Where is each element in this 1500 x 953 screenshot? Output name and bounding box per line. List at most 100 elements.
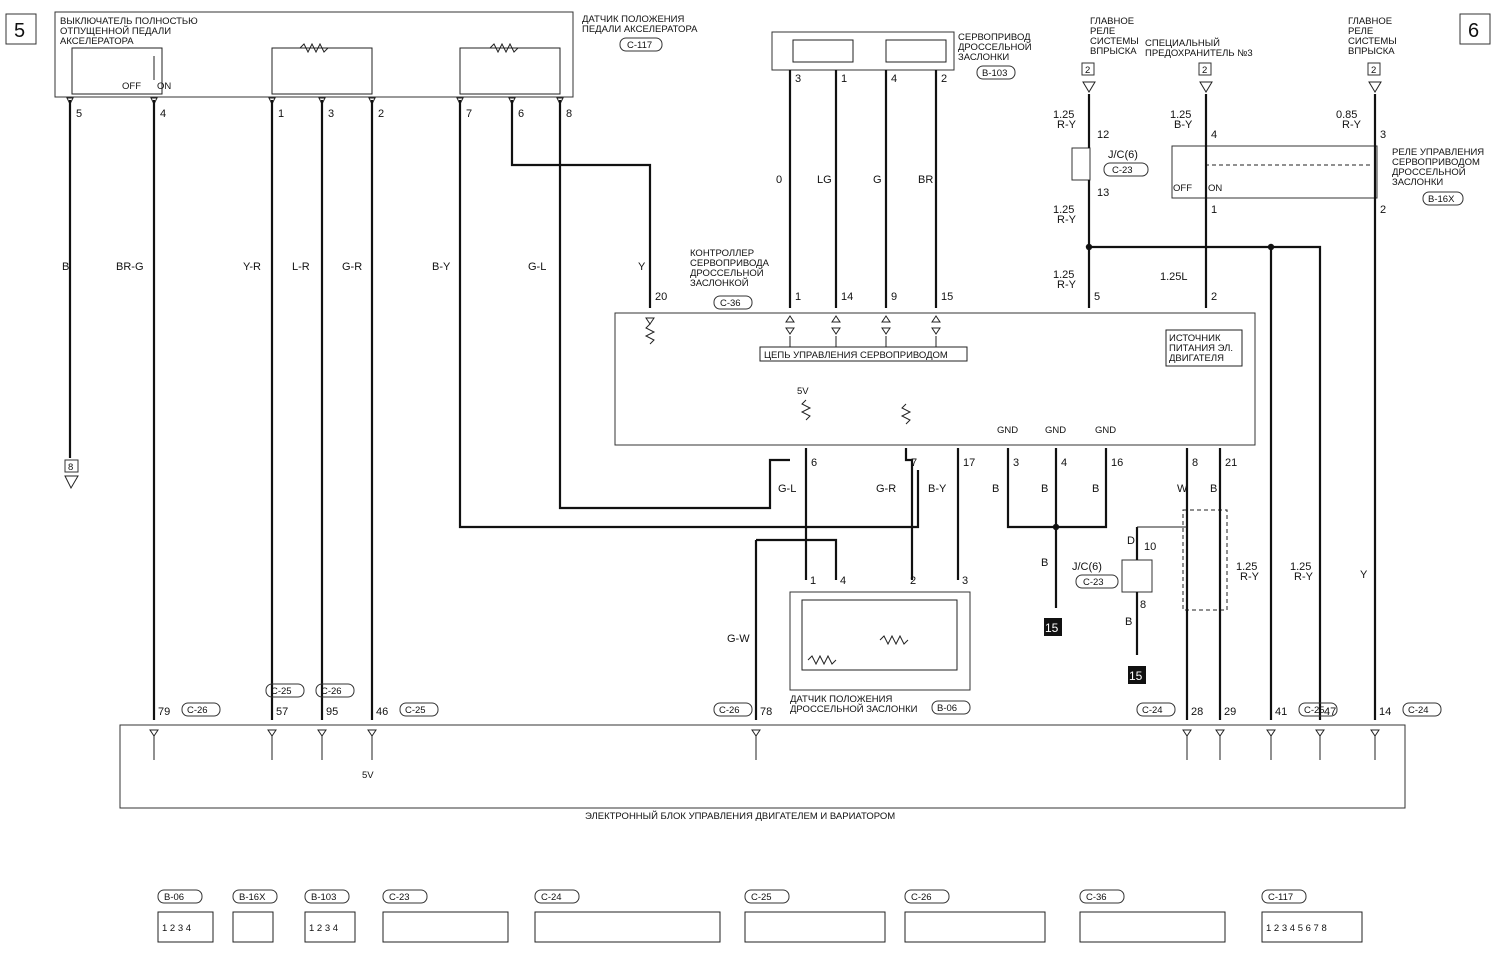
jc-lower-conn-badge — [1075, 574, 1119, 589]
gnd-label-1: GND — [1045, 425, 1066, 436]
pwr-gauge-1: 1.25 — [1053, 109, 1074, 121]
wire-b-y — [458, 100, 920, 529]
ecu-pin-icon — [1315, 729, 1325, 737]
lower-wire-Y-11: Y — [1360, 569, 1368, 581]
legend-b103-pins: 1 2 3 4 — [309, 923, 338, 934]
pedal-sensor-conn: C-117 — [627, 40, 652, 51]
jc-pin-8: 8 — [1140, 599, 1146, 611]
ecu-conn-46: C-25 — [405, 705, 426, 716]
ecu-conn-badge-46 — [399, 702, 439, 717]
wire-layer — [66, 70, 1380, 760]
lower-wire-B-5: B — [1092, 483, 1099, 495]
bidir-pin-icon — [831, 315, 841, 335]
ecu-pin-41: 41 — [1275, 706, 1287, 718]
pwr-pin-3: 3 — [1380, 129, 1386, 141]
right-color-1: R-Y — [1240, 571, 1260, 583]
pedal-sensor-conn-badge — [619, 37, 663, 52]
pwr-gauge-2: 1.25 — [1170, 109, 1191, 121]
lower-wire-G-W-8: G-W — [727, 633, 750, 645]
controller-pin-6: 6 — [811, 457, 817, 469]
legend-connector-B-16X — [232, 911, 274, 943]
bidir-pin-icon — [881, 315, 891, 335]
servo-pin-3: 3 — [795, 73, 801, 85]
servo-conn: B-103 — [982, 68, 1007, 79]
legend-label-C-36: C-36 — [1086, 892, 1107, 903]
wire-color-Y-7: Y — [638, 261, 646, 273]
lower-wire-B-9: B — [1041, 557, 1048, 569]
controller-pin-20: 20 — [655, 291, 667, 303]
bidir-pin-icon — [931, 315, 941, 335]
wire-color-G-10: G — [873, 174, 882, 186]
gnd-junction — [1052, 523, 1060, 531]
pwr-pin-2: 2 — [1380, 204, 1386, 216]
controller-input-icon — [645, 317, 655, 325]
top-pin-arrow — [368, 97, 376, 106]
throttle-sensor-conn: B-06 — [937, 703, 957, 714]
lower-wire-B-4: B — [1041, 483, 1048, 495]
top-pin-2: 2 — [378, 108, 384, 120]
ecu-conn-95: C-26 — [321, 686, 342, 697]
right-gauge-1: 1.25 — [1236, 561, 1257, 573]
top-pin-arrow — [318, 97, 326, 106]
legend-label-B-16X: B-16X — [239, 892, 266, 903]
legend-badge-B-06 — [157, 889, 203, 904]
ecu-pin-icon — [1215, 729, 1225, 737]
relay-off-label: OFF — [1173, 183, 1192, 194]
controller-pin-16: 16 — [1111, 457, 1123, 469]
jc-lower-label: J/C(6) — [1072, 561, 1102, 573]
servo-relay-conn-badge — [1422, 191, 1464, 206]
power-source-box — [1165, 329, 1243, 367]
ecu-pin-78: 78 — [760, 706, 772, 718]
lower-wire-B-Y-2: B-Y — [928, 483, 947, 495]
fuse-badge-1-text: 2 — [1085, 65, 1090, 76]
legend-label-C-117: C-117 — [1268, 892, 1293, 903]
top-pin-6: 6 — [518, 108, 524, 120]
pedal-assembly-frame — [54, 11, 574, 98]
top-pin-3: 3 — [328, 108, 334, 120]
tps-pin-4: 4 — [840, 575, 846, 587]
tps-pin-2: 2 — [910, 575, 916, 587]
ecu-conn-14: C-24 — [1408, 705, 1429, 716]
legend-connector-C-117 — [1261, 911, 1363, 943]
lower-wire-B-7: B — [1210, 483, 1217, 495]
ecu-pin-57: 57 — [276, 706, 288, 718]
ecu-pin-46: 46 — [376, 706, 388, 718]
bidir-pin-icon — [785, 315, 795, 335]
controller-conn: C-36 — [720, 298, 741, 309]
fuse-arrow-3 — [1368, 81, 1382, 93]
lower-wire-B-10: B — [1125, 616, 1132, 628]
ground-15-badge-b — [1128, 666, 1146, 684]
ground-badge-text: 8 — [68, 462, 73, 473]
legend-label-C-23: C-23 — [389, 892, 410, 903]
ground-15-badge-a — [1044, 618, 1062, 636]
controller-pin-21: 21 — [1225, 457, 1237, 469]
top-pin-arrow — [150, 97, 158, 106]
ecu-pin-icon — [751, 729, 761, 737]
lower-wire-G-L-0: G-L — [778, 483, 796, 495]
page-marker-left: 5 — [14, 20, 25, 42]
legend-connector-B-06 — [157, 911, 214, 943]
ecu-pin-14: 14 — [1379, 706, 1391, 718]
ecu-pin-79: 79 — [158, 706, 170, 718]
wire-color-LG-9: LG — [817, 174, 832, 186]
wire-color-Y-R-2: Y-R — [243, 261, 261, 273]
tps-pin-3: 3 — [962, 575, 968, 587]
wire-y — [510, 100, 652, 308]
pedal-pot-1-resistor — [299, 42, 329, 54]
fuse-arrow-2 — [1199, 81, 1213, 93]
wire-tps-4 — [756, 538, 838, 580]
switch-on-label: ON — [157, 81, 171, 92]
ecu-label: ЭЛЕКТРОННЫЙ БЛОК УПРАВЛЕНИЯ ДВИГАТЕЛЕМ И… — [585, 810, 895, 822]
lower-wire-B-3: B — [992, 483, 999, 495]
pwr-color-2: B-Y — [1174, 119, 1193, 131]
legend-label-C-26: C-26 — [911, 892, 932, 903]
top-pin-8: 8 — [566, 108, 572, 120]
top-pin-arrow — [456, 97, 464, 106]
ground-badge — [64, 459, 79, 473]
